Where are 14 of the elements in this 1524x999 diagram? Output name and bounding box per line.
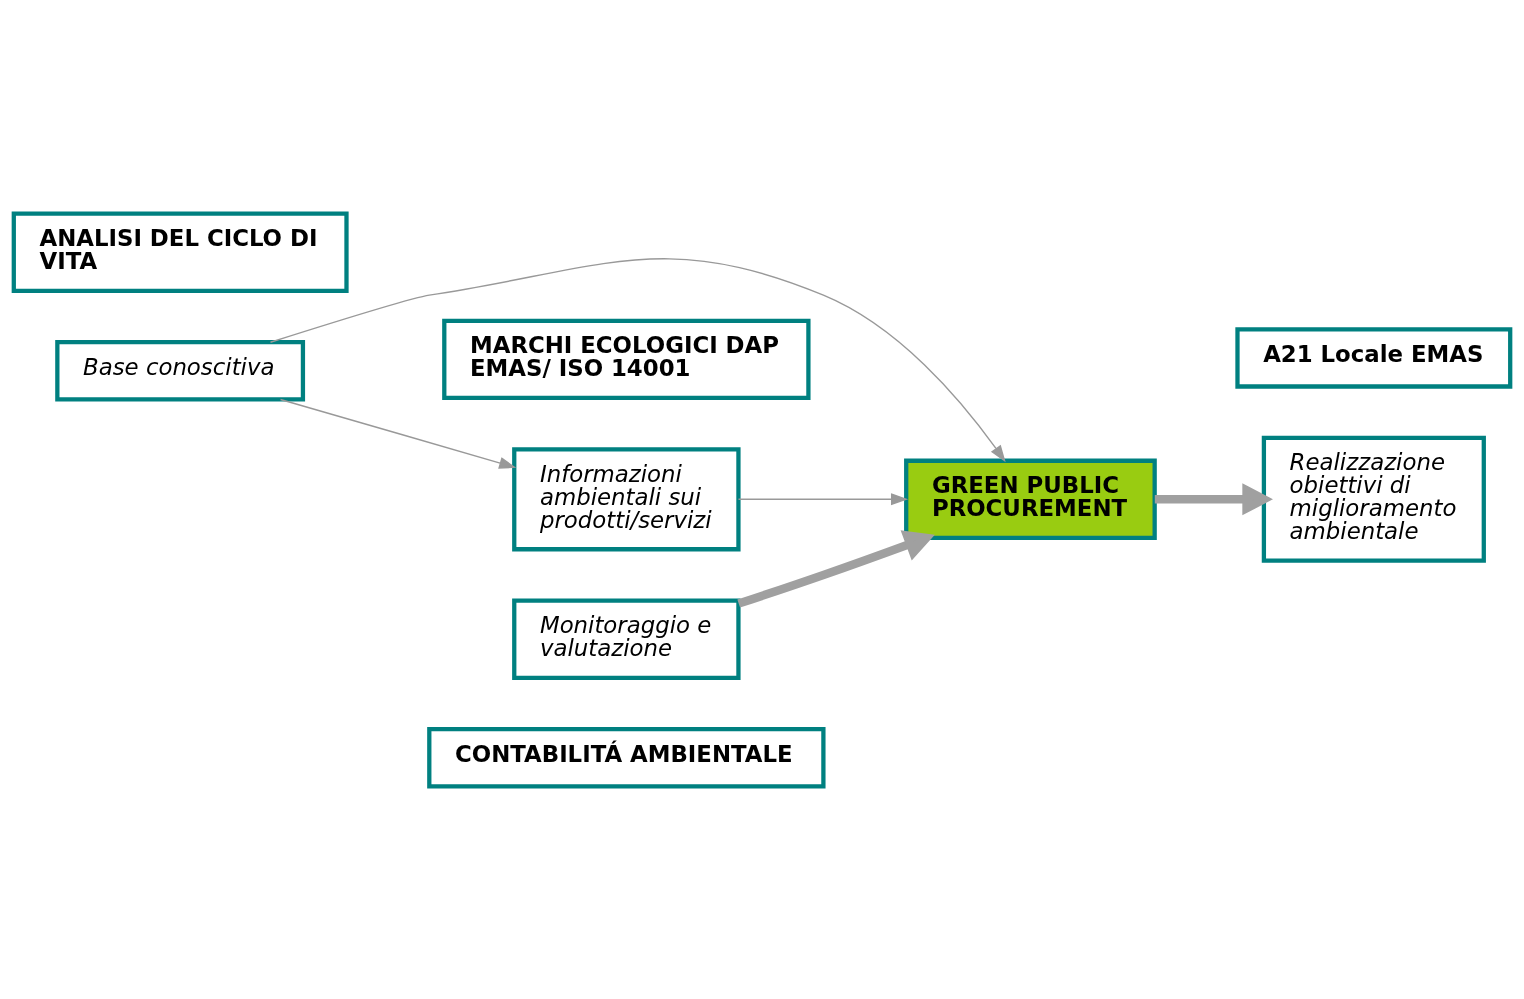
node-box: ANALISI DEL CICLO DI VITA xyxy=(11,211,349,293)
node-box: A21 Locale EMAS xyxy=(1235,326,1513,389)
node-box: Informazioni ambientali sui prodotti/servizi xyxy=(512,446,741,551)
node-box: CONTABILITÁ AMBIENTALE xyxy=(427,726,826,788)
arrow xyxy=(269,257,1006,462)
arrow xyxy=(1154,482,1273,515)
node-box: MARCHI ECOLOGICI DAP EMAS/ ISO 14001 xyxy=(442,318,811,400)
node-box: GREEN PUBLIC PROCUREMENT xyxy=(904,458,1157,540)
arrow xyxy=(279,398,517,469)
arrow xyxy=(737,492,909,505)
arrow xyxy=(737,529,935,608)
node-box: Realizzazione obiettivi di miglioramento ambientale xyxy=(1261,435,1486,563)
node-box: Base conoscitiva xyxy=(55,339,306,401)
node-box: Monitoraggio e valutazione xyxy=(512,598,741,680)
